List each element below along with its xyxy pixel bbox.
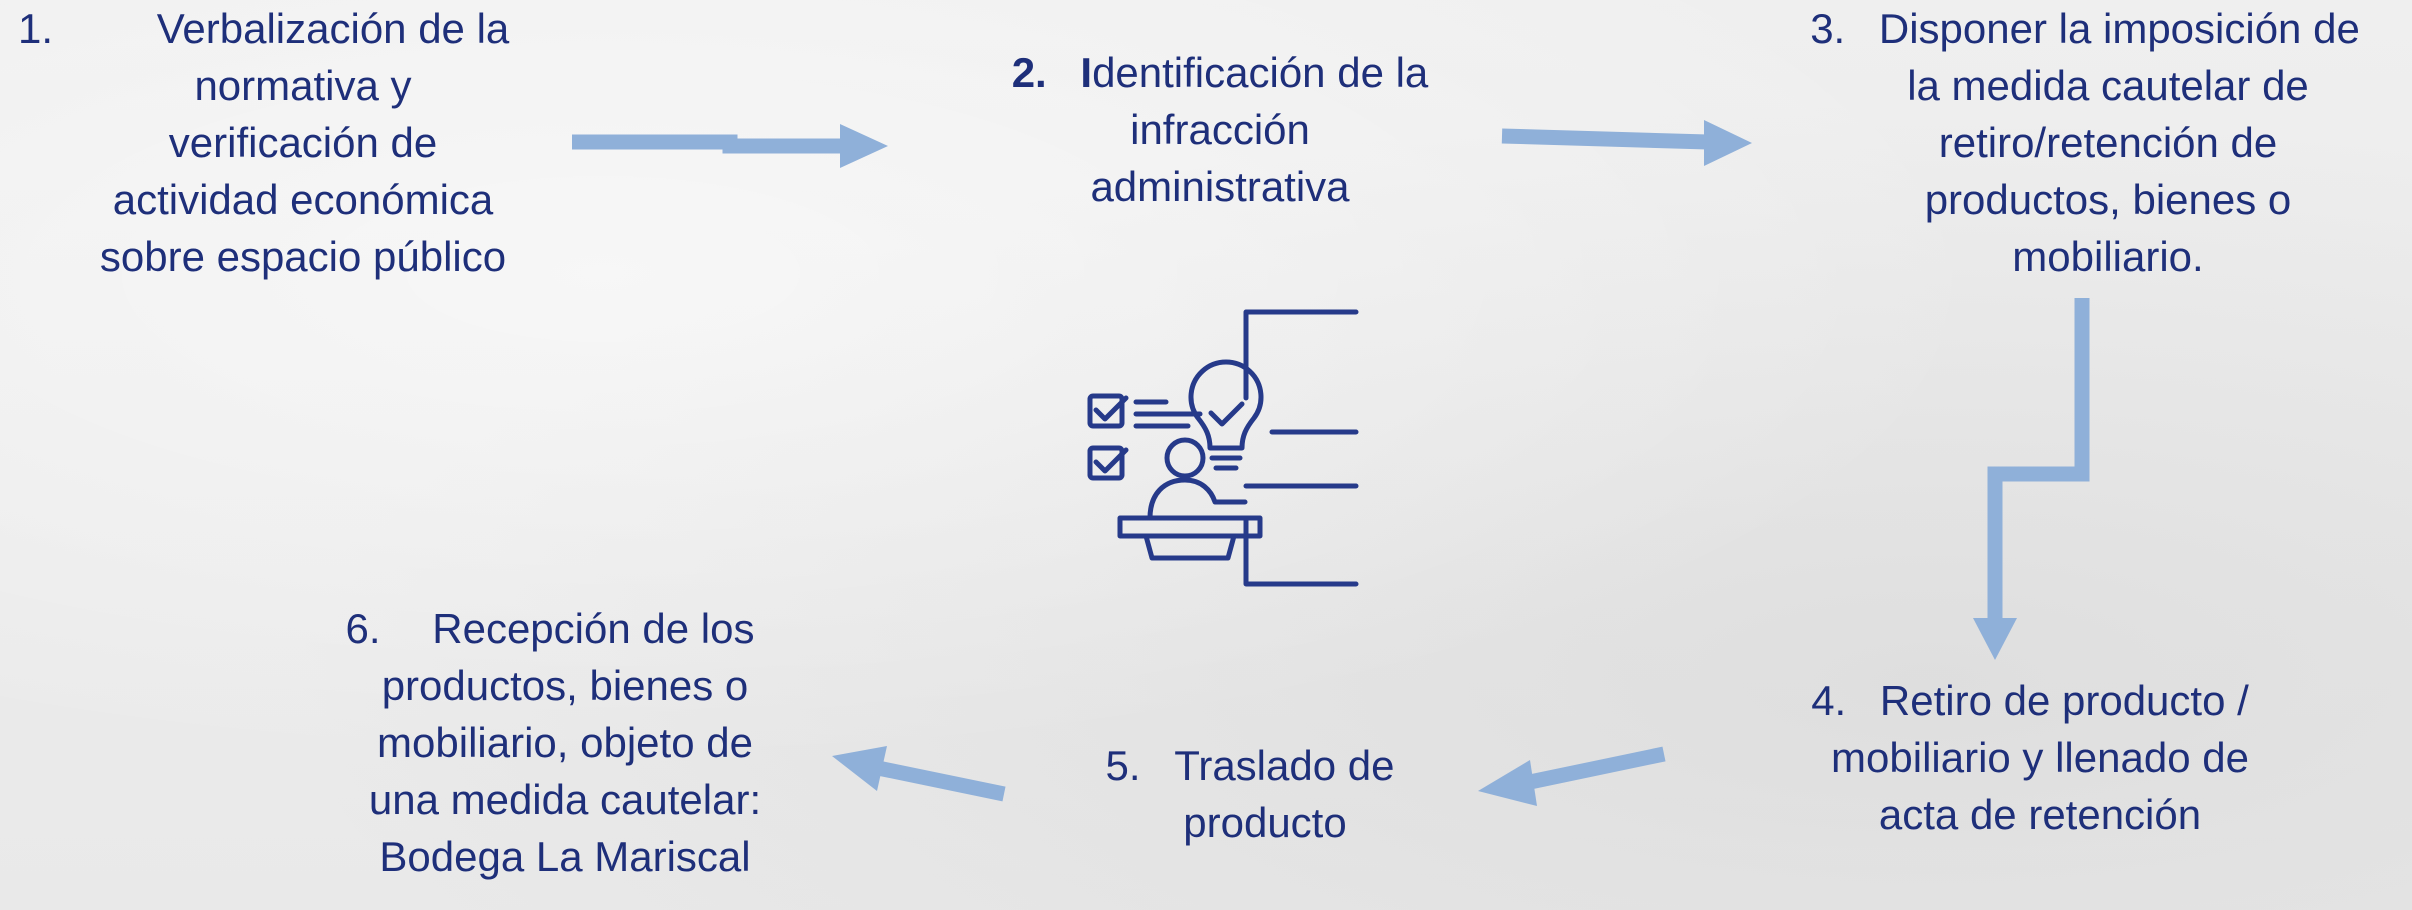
- step-6-line-2: productos, bienes o: [381, 662, 749, 709]
- step-3-line-4: productos, bienes o: [1924, 176, 2292, 223]
- step-6-first-line: 6. Recepción de los: [250, 600, 850, 657]
- arrow-4-to-5: [1478, 746, 1666, 806]
- step-1-first-line: 1. Verbalización de la: [18, 0, 588, 57]
- step-4-first-line: 4. Retiro de producto /: [1720, 672, 2340, 729]
- step-3-line-2: la medida cautelar de: [1907, 62, 2309, 109]
- step-6-line-1: Recepción de los: [432, 605, 755, 652]
- step-2-number: 2.: [1011, 49, 1047, 96]
- step-5-line-1: Traslado de: [1174, 742, 1395, 789]
- step-6-line-5: Bodega La Mariscal: [379, 833, 751, 880]
- step-1-line-1: Verbalización de la: [156, 5, 510, 52]
- step-4: 4. Retiro de producto / mobiliario y lle…: [1720, 672, 2340, 843]
- step-3-line-5: mobiliario.: [2012, 233, 2204, 280]
- step-6-line-4: una medida cautelar:: [368, 776, 762, 823]
- step-5: 5. Traslado de producto: [1060, 737, 1440, 851]
- step-2-lead-letter: I: [1080, 49, 1093, 96]
- arrow-5-to-6: [832, 746, 1006, 802]
- step-1-line-2: normativa y: [194, 62, 412, 109]
- arrow-1-to-2: [572, 124, 888, 168]
- step-5-line-2: producto: [1183, 799, 1347, 846]
- step-1: 1. Verbalización de la normativa y verif…: [18, 0, 588, 285]
- step-4-number: 4.: [1811, 677, 1847, 724]
- step-4-line-1: Retiro de producto /: [1879, 677, 2249, 724]
- step-3-number: 3.: [1810, 5, 1846, 52]
- step-6: 6. Recepción de los productos, bienes o …: [250, 600, 850, 885]
- step-1-line-5: sobre espacio público: [99, 233, 507, 280]
- step-2-first-line: 2. Identificación de la: [960, 44, 1480, 101]
- step-2-line-1: dentificación de la: [1092, 49, 1429, 96]
- step-2-line-3: administrativa: [1090, 163, 1350, 210]
- step-1-number: 1.: [18, 5, 54, 52]
- step-5-number: 5.: [1105, 742, 1141, 789]
- step-3-line-3: retiro/retención de: [1938, 119, 2278, 166]
- step-6-number: 6.: [345, 605, 381, 652]
- step-2-line-2: infracción: [1130, 106, 1310, 153]
- step-3-first-line: 3. Disponer la imposición de: [1770, 0, 2400, 57]
- step-3: 3. Disponer la imposición de la medida c…: [1770, 0, 2400, 285]
- presenter-checklist-idea-icon: [1087, 309, 1359, 587]
- step-4-line-2: mobiliario y llenado de: [1831, 734, 2249, 781]
- step-1-line-4: actividad económica: [112, 176, 494, 223]
- step-2: 2. Identificación de la infracción admin…: [960, 44, 1480, 215]
- arrow-3-to-4: [1973, 298, 2090, 660]
- arrow-2-to-3: [1501, 120, 1752, 166]
- step-5-first-line: 5. Traslado de: [1060, 737, 1440, 794]
- step-1-line-3: verificación de: [168, 119, 438, 166]
- step-3-line-1: Disponer la imposición de: [1878, 5, 2360, 52]
- step-4-line-3: acta de retención: [1878, 791, 2202, 838]
- step-6-line-3: mobiliario, objeto de: [377, 719, 753, 766]
